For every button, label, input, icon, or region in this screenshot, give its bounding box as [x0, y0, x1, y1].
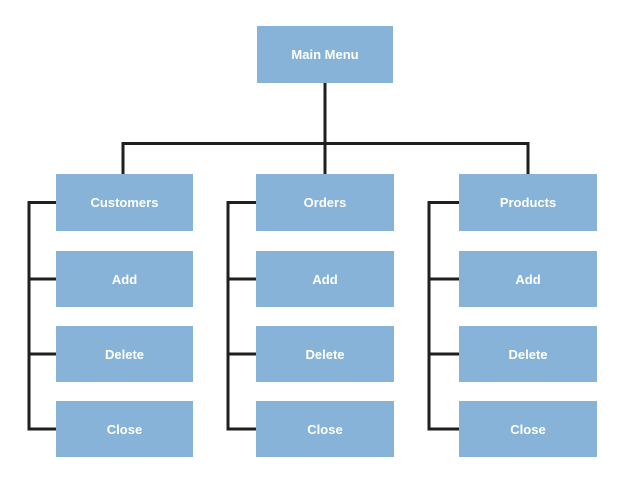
node-orders-close: Close [256, 401, 394, 457]
node-customers-add: Add [56, 251, 193, 307]
node-products-close: Close [459, 401, 597, 457]
node-customers-delete: Delete [56, 326, 193, 382]
bracket-products [427, 201, 465, 431]
node-products: Products [459, 174, 597, 231]
node-customers: Customers [56, 174, 193, 231]
bracket-orders [226, 201, 262, 431]
node-orders: Orders [256, 174, 394, 231]
node-products-add: Add [459, 251, 597, 307]
node-orders-delete: Delete [256, 326, 394, 382]
node-products-delete: Delete [459, 326, 597, 382]
node-main-menu: Main Menu [257, 26, 393, 83]
bracket-customers [27, 201, 62, 431]
connector-branch [121, 142, 530, 175]
node-orders-add: Add [256, 251, 394, 307]
node-customers-close: Close [56, 401, 193, 457]
